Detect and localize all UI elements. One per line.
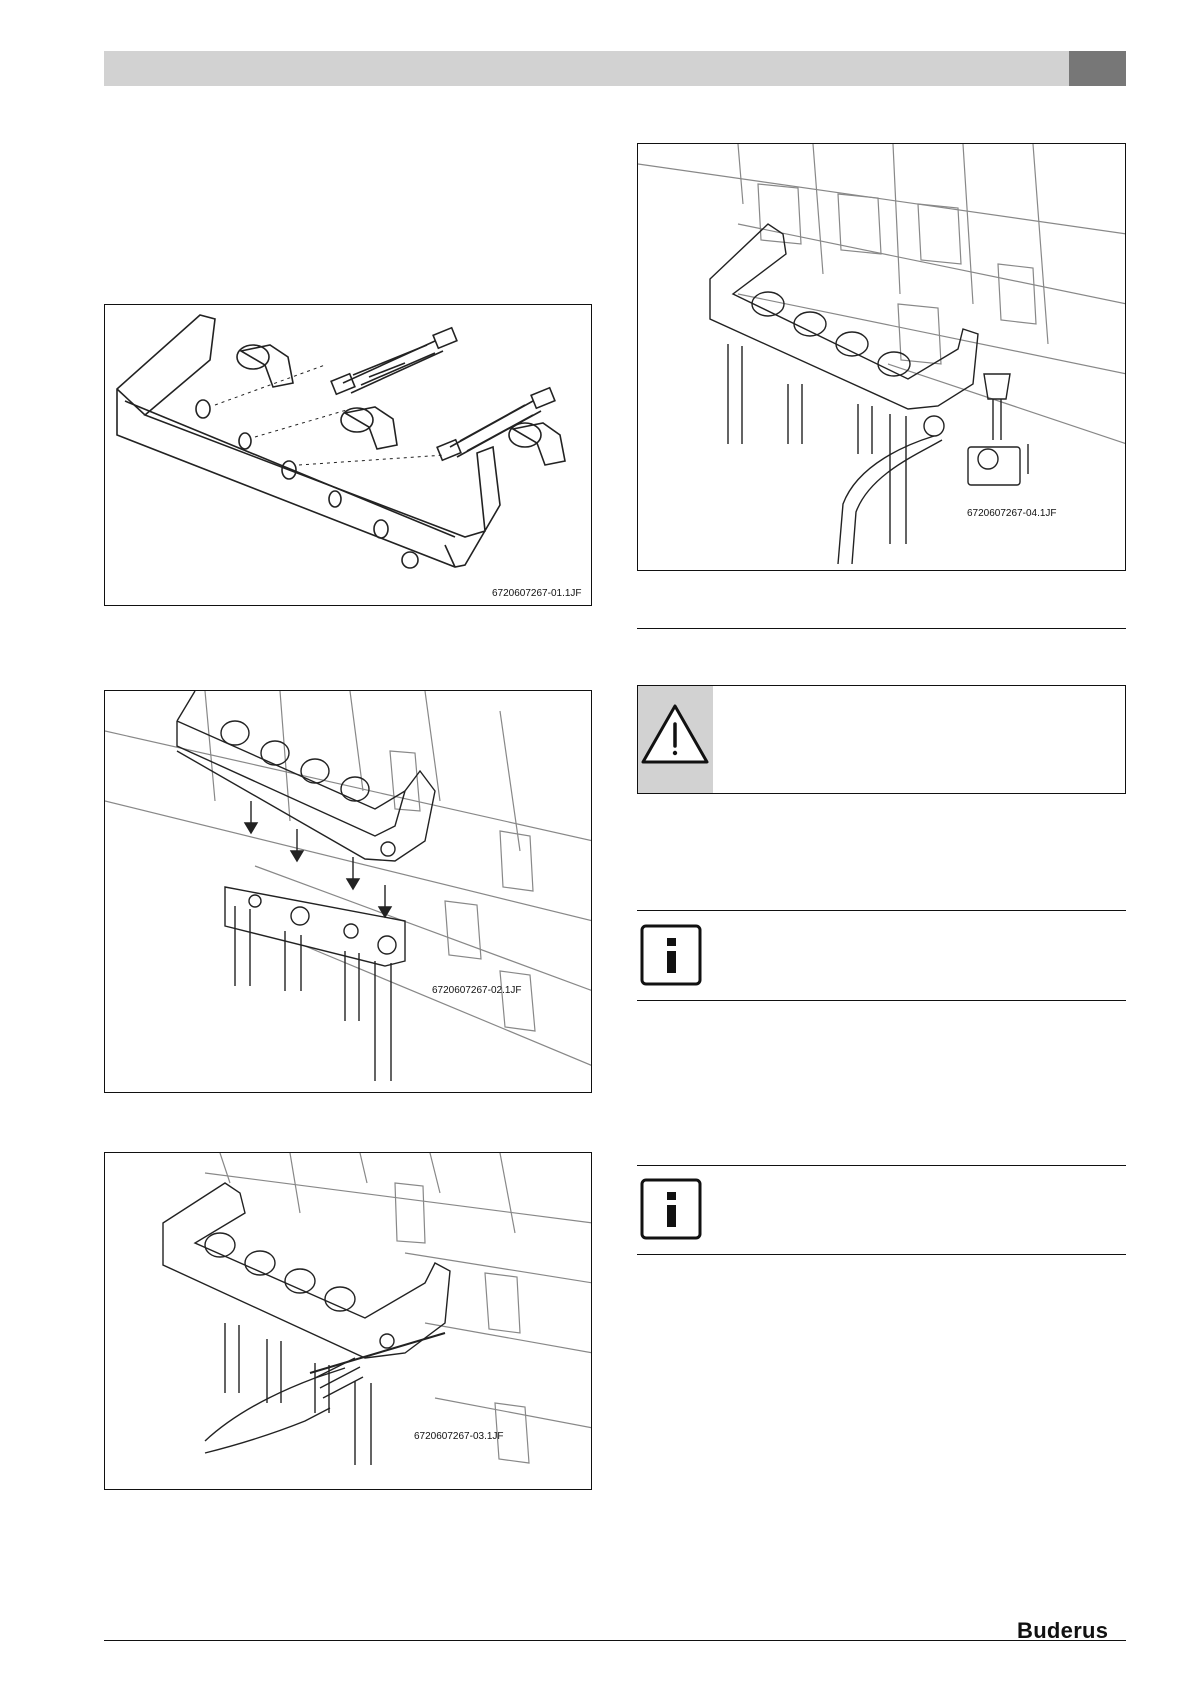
figure-3-illustration [162, 1153, 591, 1465]
figure-4: 6720607267-04.1JF [637, 143, 1126, 571]
figure-4-code: 6720607267-04.1JF [967, 508, 1057, 519]
figure-1: 6720607267-01.1JF [104, 304, 592, 606]
warning-sidebar [638, 686, 713, 793]
figure-3-code: 6720607267-03.1JF [414, 1431, 504, 1442]
figure-2: 6720607267-02.1JF [104, 690, 592, 1093]
brand-logo: Buderus [1017, 1618, 1109, 1643]
warning-triangle-icon [641, 704, 709, 764]
info-rule-top-2 [637, 1165, 1126, 1166]
figure-4-illustration [638, 144, 1125, 565]
header-page-tab [1069, 51, 1126, 86]
info-rule-top-1 [637, 910, 1126, 911]
figure-3: 6720607267-03.1JF [104, 1152, 592, 1490]
header-bar [104, 51, 1069, 86]
figure-2-illustration [105, 691, 591, 1081]
figure-2-code: 6720607267-02.1JF [432, 985, 522, 996]
info-icon [640, 1178, 702, 1240]
info-rule-bottom-2 [637, 1254, 1126, 1255]
figure-1-code: 6720607267-01.1JF [492, 588, 582, 599]
figure-1-illustration [116, 314, 566, 569]
info-rule-bottom-1 [637, 1000, 1126, 1001]
footer-rule [104, 1640, 1126, 1641]
section-rule [637, 628, 1126, 629]
warning-notice [637, 685, 1126, 794]
info-icon [640, 924, 702, 986]
